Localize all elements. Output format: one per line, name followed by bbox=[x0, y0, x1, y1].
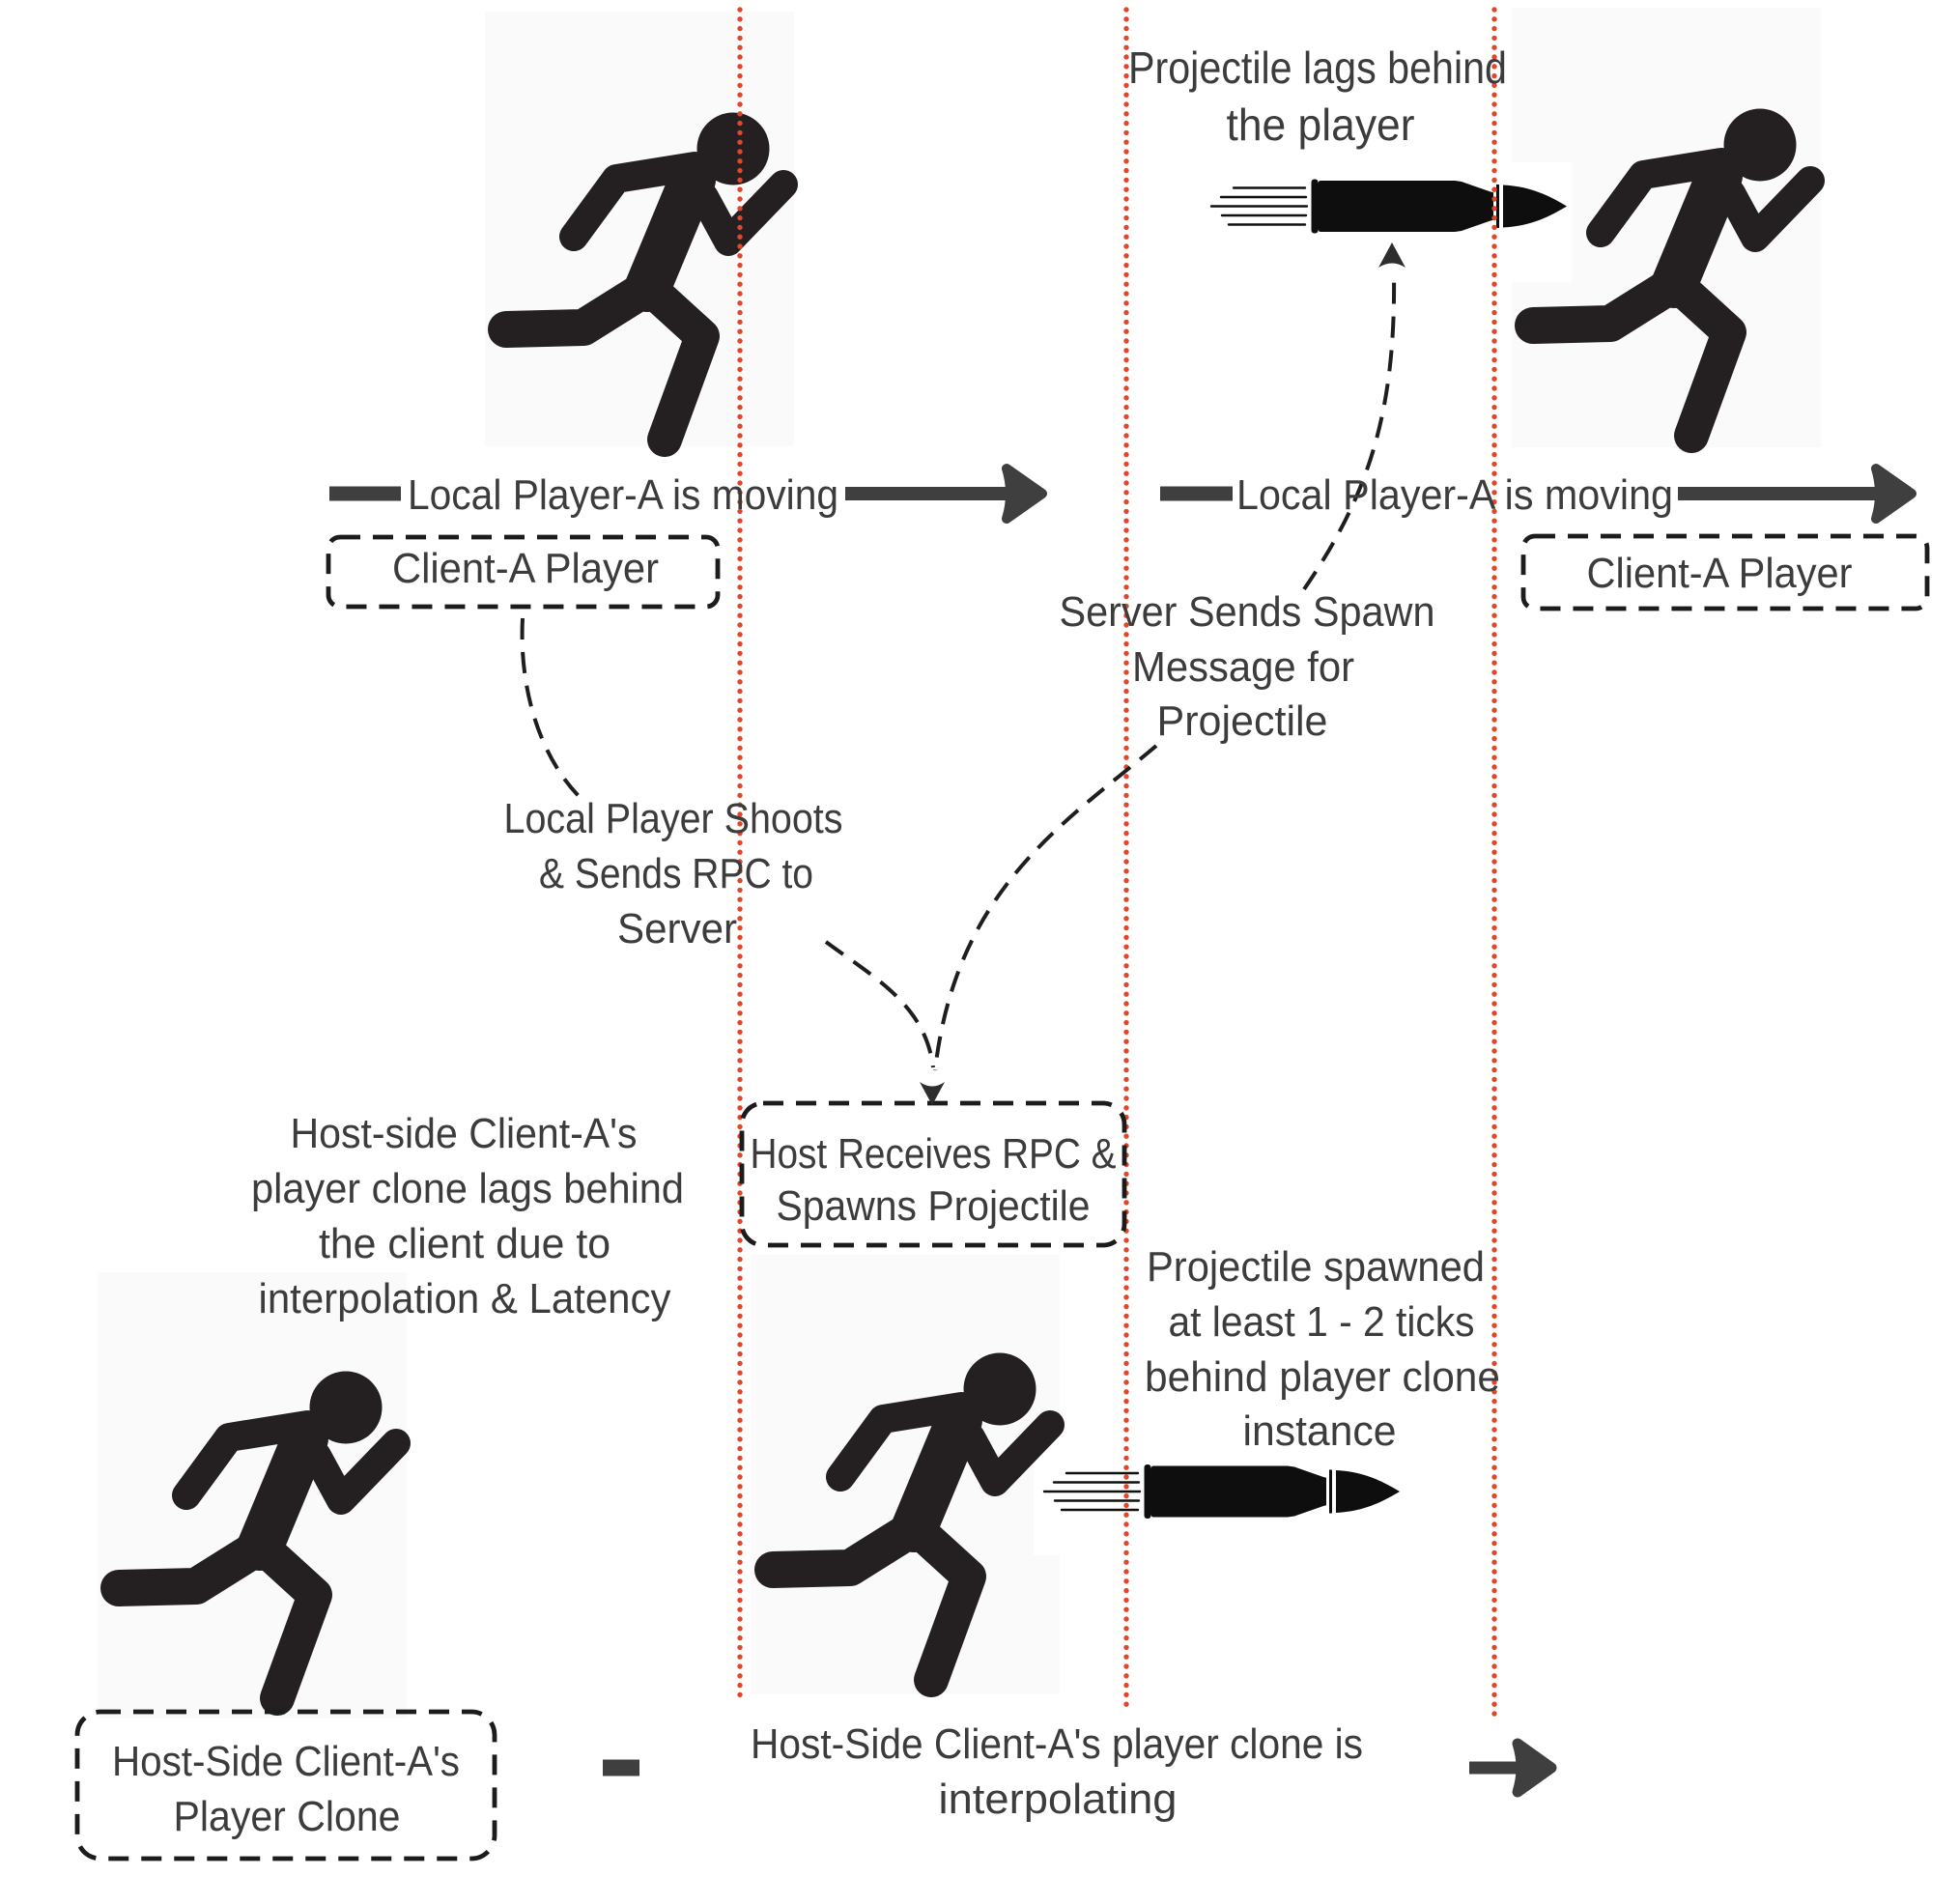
svg-text:Projectile spawned: Projectile spawned bbox=[1147, 1243, 1485, 1291]
svg-text:behind player clone: behind player clone bbox=[1145, 1353, 1500, 1401]
svg-text:Client-A Player: Client-A Player bbox=[392, 545, 659, 592]
svg-text:at least 1 - 2 ticks: at least 1 - 2 ticks bbox=[1169, 1298, 1475, 1346]
svg-text:the client due to: the client due to bbox=[319, 1220, 610, 1267]
svg-text:Host-Side Client-A's: Host-Side Client-A's bbox=[112, 1738, 460, 1785]
svg-text:Local Player Shoots: Local Player Shoots bbox=[504, 795, 843, 842]
svg-text:Client-A Player: Client-A Player bbox=[1587, 550, 1853, 597]
svg-text:& Sends RPC to: & Sends RPC to bbox=[539, 850, 813, 897]
svg-text:Server Sends Spawn: Server Sends Spawn bbox=[1060, 588, 1435, 636]
svg-text:Host-Side Client-A's player cl: Host-Side Client-A's player clone is bbox=[751, 1720, 1363, 1768]
svg-text:Spawns Projectile: Spawns Projectile bbox=[777, 1182, 1091, 1230]
svg-text:Host-side Client-A's: Host-side Client-A's bbox=[291, 1110, 638, 1157]
svg-text:Message for: Message for bbox=[1132, 643, 1354, 691]
svg-text:Host Receives RPC &: Host Receives RPC & bbox=[751, 1130, 1117, 1178]
svg-text:the player: the player bbox=[1227, 99, 1415, 150]
svg-text:Local Player-A is moving: Local Player-A is moving bbox=[1236, 471, 1673, 519]
svg-text:interpolation & Latency: interpolation & Latency bbox=[259, 1275, 671, 1322]
svg-text:Local Player-A is moving: Local Player-A is moving bbox=[408, 471, 838, 519]
svg-text:interpolating: interpolating bbox=[939, 1776, 1178, 1823]
svg-text:Server: Server bbox=[617, 905, 737, 952]
svg-text:Projectile: Projectile bbox=[1157, 697, 1328, 745]
svg-text:instance: instance bbox=[1243, 1407, 1397, 1455]
svg-text:Player Clone: Player Clone bbox=[174, 1793, 401, 1840]
svg-text:Projectile lags behind: Projectile lags behind bbox=[1128, 43, 1507, 93]
svg-text:player clone lags behind: player clone lags behind bbox=[251, 1165, 684, 1212]
